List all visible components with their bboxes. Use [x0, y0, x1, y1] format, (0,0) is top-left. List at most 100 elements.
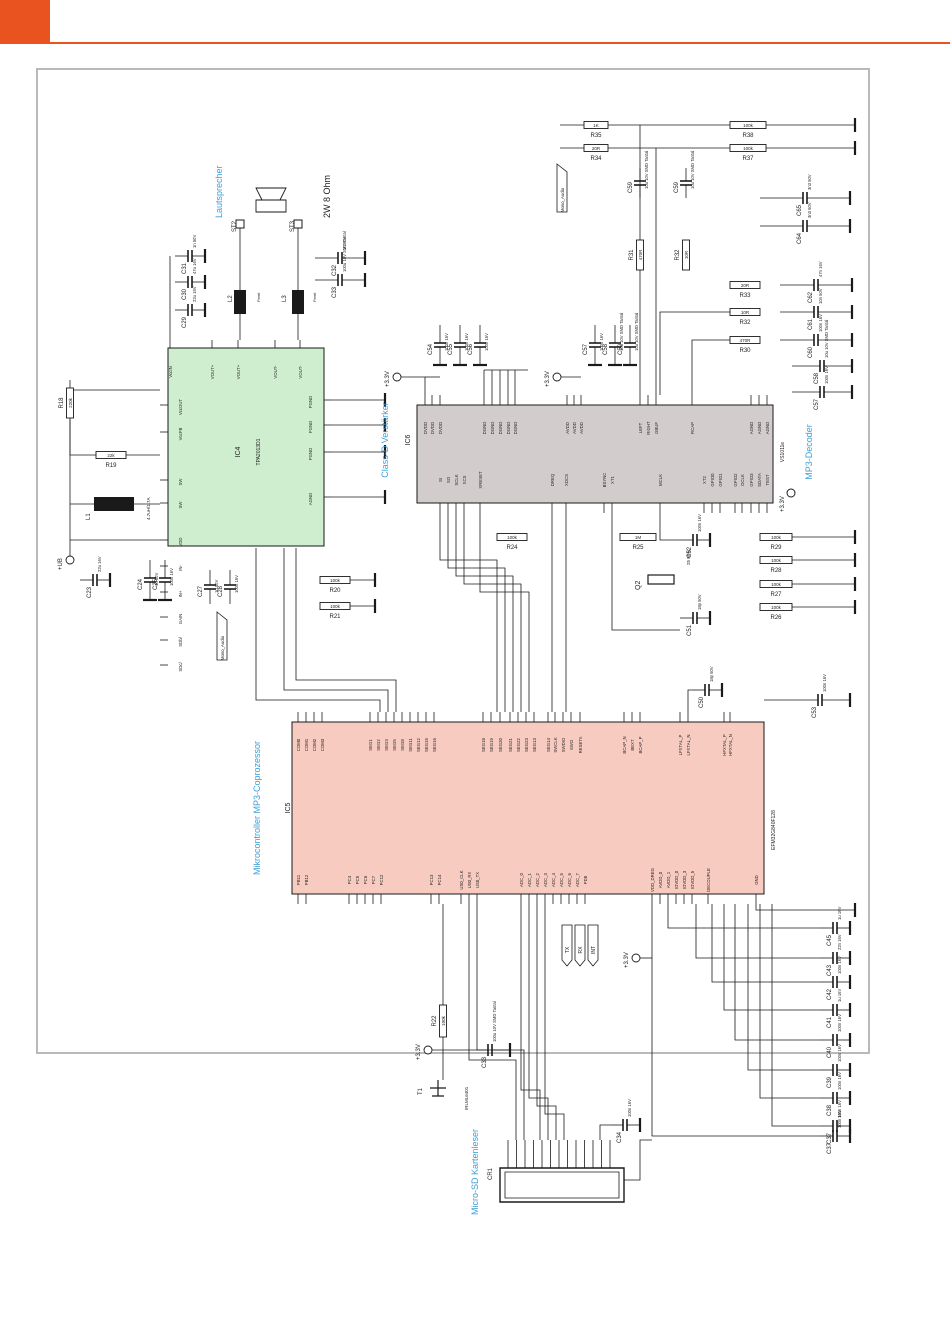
resistor: [636, 239, 644, 271]
capacitor-ref: C59: [618, 343, 624, 355]
resistor-value: 1K: [593, 123, 599, 128]
resistor: [729, 144, 767, 152]
supply-label: +3.3V: [624, 952, 630, 968]
resistor-ref: R32: [739, 320, 751, 326]
ic6-pin-bottom: XCS: [462, 475, 467, 484]
capacitor-value: 100n 16V: [837, 1110, 842, 1128]
resistor-value: 100k: [743, 146, 754, 151]
terminal-label: ST2: [232, 220, 238, 232]
ic5-pin-bottom: COM1: [304, 738, 309, 751]
ic6-pin-top: AVDD: [565, 422, 570, 434]
ic6-pin-bottom: SO: [446, 476, 451, 483]
signal-tag: [561, 924, 573, 967]
ic5-pin-bottom: SEG22: [516, 737, 521, 751]
capacitor-value: 100u 10V SMD Tantal: [342, 231, 347, 272]
supply-terminal: [552, 372, 562, 382]
ic6-pin-bottom: GPIO1: [718, 473, 723, 487]
resistor-value: 100k: [771, 558, 782, 563]
ic5-pin-bottom: SEG5: [392, 739, 397, 751]
resistor-ref: R26: [770, 615, 782, 621]
ic6-ref: IC6: [405, 434, 412, 445]
crystal-icon: [647, 574, 675, 585]
wire: [283, 548, 389, 712]
ic4-pin-top: VOUT+: [236, 364, 241, 379]
speaker-icon: [255, 187, 287, 213]
ic6-body: [416, 404, 774, 504]
capacitor-value: 10u 10V SMD Tantal: [824, 320, 829, 358]
ic5-part: EFM32G840F128: [771, 810, 777, 850]
ic4-pin-top: VOUT-: [298, 365, 303, 379]
ic5-pin-top: PC12: [379, 874, 384, 885]
supply-terminal: [786, 488, 796, 498]
ic4-part: TPA2013D1: [256, 438, 262, 465]
resistor-ref: R38: [742, 133, 754, 139]
capacitor-ref: C25: [153, 578, 159, 590]
resistor-value: 22k: [107, 453, 115, 458]
supply-label: +UB: [58, 558, 64, 570]
ic5-pin-bottom: BCAP_N: [622, 736, 627, 753]
capacitor-ref: C32: [332, 264, 338, 276]
ic5-pin-bottom: SWO: [569, 739, 574, 750]
ic6-pin-top: DVDD: [423, 422, 428, 434]
ic5-ref: IC5: [285, 802, 292, 813]
resistor-ref: R22: [432, 1015, 438, 1027]
supply-label: +3.3V: [545, 371, 551, 387]
components: [65, 121, 796, 1203]
resistor-value: 100k: [330, 604, 341, 609]
ic5-pin-top: IOVDD_0: [674, 870, 679, 889]
ic4-pin-left: IN+: [178, 590, 183, 597]
ic4-pin-left: SDb/: [178, 636, 183, 646]
capacitor-value: 18p 50V: [697, 594, 702, 610]
capacitor-value: 100n 16V: [169, 568, 174, 586]
resistor-ref: R32: [675, 249, 681, 261]
resistor-value: 100k: [771, 605, 782, 610]
signal-tag-label: Mono_Audio: [220, 635, 225, 660]
ic6-pin-bottom: BSYNC: [602, 473, 607, 488]
wire: [651, 904, 820, 1137]
terminal-st2: [235, 219, 245, 229]
resistor-value: 100k: [743, 123, 754, 128]
wire: [401, 376, 426, 395]
ic5-pin-top: ADC_0: [519, 872, 524, 886]
capacitor-value: 10u 10V SMD Tantal: [634, 313, 639, 351]
ic5-pin-bottom: SEG14: [546, 737, 551, 751]
capacitor-ref: C42: [827, 988, 833, 1000]
resistor: [729, 281, 761, 289]
supply-terminal: [392, 372, 402, 382]
capacitor-ref: C57: [814, 398, 820, 410]
capacitor-ref: C62: [808, 291, 814, 303]
wire: [747, 904, 820, 1071]
capacitor-ref: C65: [797, 204, 803, 216]
ic5-pin-top: ADC_2: [535, 872, 540, 886]
ic6-pin-top: AVDD: [572, 422, 577, 434]
capacitor-value: 10u 10V SMD Tantal: [644, 151, 649, 189]
inductor-value: 4.7uH/1.7A: [146, 497, 151, 520]
resistor: [729, 336, 761, 344]
ic6-pin-bottom: XT2: [702, 475, 707, 483]
capacitor-ref: C38: [827, 1104, 833, 1116]
capacitor-ref: C29: [182, 316, 188, 328]
resistor-ref: R29: [770, 545, 782, 551]
capacitor-ref: C33: [482, 1056, 488, 1068]
ic5-pin-bottom: COM2: [312, 738, 317, 751]
capacitor-ref: C45: [827, 934, 833, 946]
ic6-pin-bottom: DREQ: [550, 473, 555, 486]
ic5-pin-top: PC14: [437, 874, 442, 885]
ic5-pin-top: US0_CLK: [459, 870, 464, 889]
resistor-value: 470R: [740, 338, 752, 343]
capacitor-value: 3n3 50V: [807, 174, 812, 190]
resistor: [319, 602, 351, 610]
ic4-pin-right: AGND: [308, 493, 313, 505]
wire: [479, 513, 530, 712]
ic4-pin-top: VccIN: [168, 366, 173, 377]
resistor: [496, 533, 528, 541]
resistor-ref: R35: [590, 133, 602, 139]
wire: [695, 904, 820, 959]
ic4-pin-left: VDD: [178, 537, 183, 546]
ic4-pin-left: SW: [178, 501, 183, 509]
ic5-pin-bottom: SEG19: [489, 737, 494, 751]
resistor: [319, 576, 351, 584]
ic5-pin-top: PC7: [371, 875, 376, 884]
resistor: [729, 121, 767, 129]
ic5-pin-top: ADC_6: [567, 872, 572, 886]
